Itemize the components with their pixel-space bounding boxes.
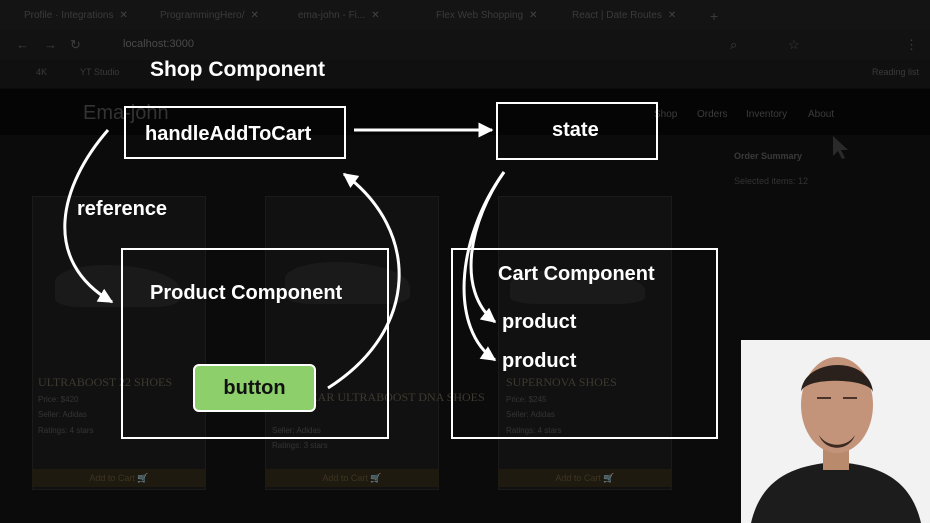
cart-product-label: product	[502, 350, 577, 372]
nav-link-shop[interactable]: Shop	[654, 109, 678, 120]
shop-component-label: Shop Component	[150, 58, 325, 81]
close-icon[interactable]: ✕	[529, 10, 538, 21]
nav-link-about[interactable]: About	[808, 109, 835, 120]
add-to-cart-label: Add to Cart	[555, 473, 601, 483]
cart-component-box	[451, 248, 718, 439]
arrow-reference	[63, 129, 114, 304]
state-label: state	[552, 119, 599, 141]
order-summary-count: Selected items: 12	[734, 176, 809, 186]
presenter-image	[741, 340, 930, 523]
tab-label: ProgrammingHero/	[160, 10, 245, 21]
add-to-cart-button[interactable]: Add to Cart 🛒	[265, 469, 439, 487]
product-price: Price: $245	[506, 395, 547, 404]
close-icon[interactable]: ✕	[119, 10, 128, 21]
product-name: SUPERNOVA SHOES	[506, 375, 617, 389]
star-icon[interactable]: ☆	[788, 37, 800, 52]
browser-tab[interactable]: React | Date Routes ✕	[572, 6, 676, 26]
state-box	[496, 102, 658, 160]
product-name: ULTRABOOST 22 SHOES	[38, 375, 173, 389]
arrow-state-to-product-2	[462, 171, 506, 362]
cart-product-label: product	[502, 311, 577, 333]
button-label: button	[223, 377, 286, 399]
bookmark[interactable]: YT Studio	[80, 67, 120, 77]
tab-label: Profile · Integrations	[24, 10, 114, 21]
browser-tab-bar: Profile · Integrations ✕ ProgrammingHero/…	[0, 0, 930, 30]
button-box: button	[193, 364, 316, 412]
site-header	[0, 89, 930, 135]
browser-tab[interactable]: Flex Web Shopping ✕	[436, 6, 537, 26]
arrow-button-to-handler	[327, 172, 401, 390]
close-icon[interactable]: ✕	[250, 10, 259, 21]
add-to-cart-label: Add to Cart	[89, 473, 135, 483]
product-name: NEW YEAR ULTRABOOST DNA SHOES	[272, 390, 485, 404]
order-summary-title: Order Summary	[734, 151, 803, 161]
cursor-icon	[833, 136, 848, 159]
product-card	[265, 196, 439, 490]
product-price: Price: $420	[38, 395, 79, 404]
product-card	[498, 196, 672, 490]
product-component-box	[121, 248, 389, 439]
handle-add-to-cart-box	[124, 106, 346, 159]
reload-icon[interactable]: ↻	[70, 37, 81, 52]
zoom-icon[interactable]: ⌕	[730, 37, 738, 52]
browser-tab[interactable]: ema-john - Fi... ✕	[298, 6, 380, 26]
back-icon[interactable]: ←	[16, 37, 29, 52]
product-card	[32, 196, 206, 490]
bookmarks-bar	[0, 60, 930, 88]
browser-tab[interactable]: ProgrammingHero/ ✕	[160, 6, 259, 26]
tab-label: Flex Web Shopping	[436, 10, 524, 21]
arrow-state-to-product-1	[469, 171, 506, 324]
nav-link-inventory[interactable]: Inventory	[746, 109, 788, 120]
nav-link-orders[interactable]: Orders	[697, 109, 728, 120]
handle-add-to-cart-label: handleAddToCart	[145, 123, 312, 145]
cart-icon: 🛒	[603, 473, 615, 483]
close-icon[interactable]: ✕	[371, 10, 380, 21]
tab-label: React | Date Routes	[572, 10, 662, 21]
cart-component-label: Cart Component	[498, 263, 655, 285]
product-ratings: Ratings: 4 stars	[506, 426, 562, 435]
product-ratings: Ratings: 4 stars	[38, 426, 94, 435]
close-icon[interactable]: ✕	[667, 10, 677, 21]
address-bar	[0, 30, 930, 60]
webcam-inset	[741, 340, 930, 523]
forward-icon[interactable]: →	[44, 37, 57, 52]
menu-icon[interactable]: ⋮	[905, 37, 918, 52]
product-seller: Seller: Adidas	[272, 426, 321, 435]
new-tab-icon[interactable]: +	[710, 8, 719, 24]
browser-tab[interactable]: Profile · Integrations ✕	[24, 6, 128, 26]
add-to-cart-button[interactable]: Add to Cart 🛒	[32, 469, 206, 487]
cart-icon: 🛒	[137, 473, 149, 483]
product-image	[510, 270, 645, 304]
add-to-cart-button[interactable]: Add to Cart 🛒	[498, 469, 672, 487]
bookmark[interactable]: 4K	[36, 67, 48, 77]
product-ratings: Ratings: 3 stars	[272, 441, 328, 450]
url-field[interactable]: localhost:3000	[123, 38, 194, 50]
add-to-cart-label: Add to Cart	[322, 473, 368, 483]
product-seller: Seller: Adidas	[38, 410, 87, 419]
product-seller: Seller: Adidas	[506, 410, 555, 419]
bookmark[interactable]: Reading list	[872, 67, 920, 77]
cart-icon: 🛒	[370, 473, 382, 483]
product-component-label: Product Component	[150, 282, 343, 304]
product-image	[285, 262, 410, 304]
tab-label: ema-john - Fi...	[298, 10, 366, 21]
product-image	[55, 265, 180, 307]
reference-label: reference	[77, 198, 168, 220]
